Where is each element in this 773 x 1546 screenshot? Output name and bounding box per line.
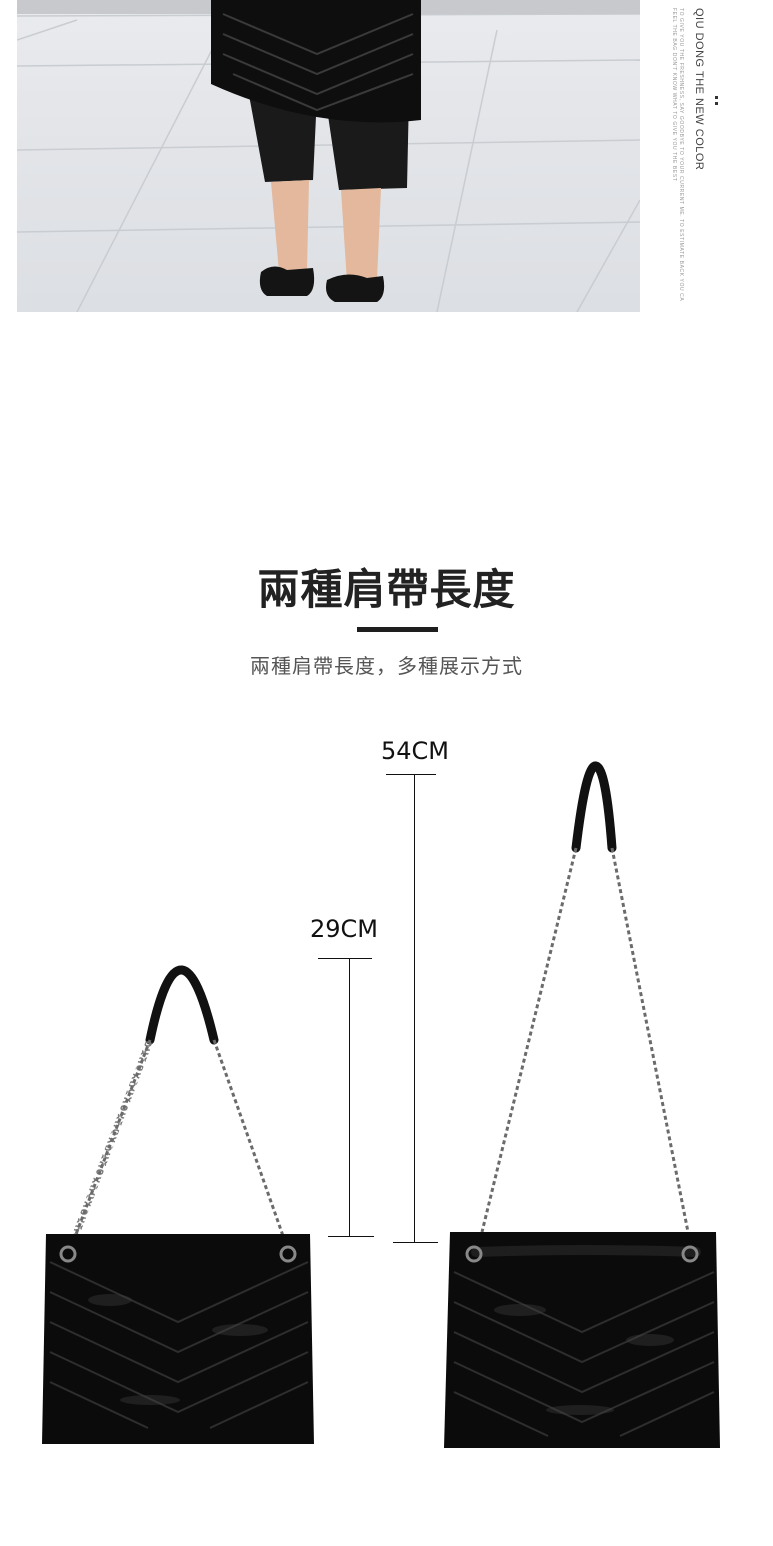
side-caption-small-1: TO GIVE YOU THE FRESHNESS, SAY GOODBYE T… xyxy=(678,8,684,302)
short-strap-length-label: 29CM xyxy=(310,915,379,943)
bag-short-strap xyxy=(42,965,314,1444)
long-strap-chain-left xyxy=(480,847,578,1233)
bag-long-strap xyxy=(444,761,720,1448)
long-strap-measure-line xyxy=(414,774,415,1242)
long-strap-chain-right xyxy=(610,847,690,1233)
section-title: 兩種肩帶長度 xyxy=(257,565,516,614)
short-strap-bottom-tick xyxy=(328,1236,374,1237)
long-strap-length-label: 54CM xyxy=(381,737,450,765)
side-caption-main: QIU DONG THE NEW COLOR xyxy=(693,8,705,171)
short-strap-chain-right xyxy=(212,1039,290,1251)
side-caption-small-2: FEEL THE BAG DON'T KNOW WHAT TO GIVE YOU… xyxy=(671,8,677,182)
long-strap-bottom-tick xyxy=(393,1242,438,1243)
section-subtitle: 兩種肩帶長度，多種展示方式 xyxy=(250,654,523,678)
short-strap-top-tick xyxy=(318,958,372,959)
title-underline xyxy=(357,627,438,632)
held-bag xyxy=(211,0,421,123)
long-strap-bag-body xyxy=(444,1232,720,1448)
short-strap-leather xyxy=(145,965,219,1045)
decorative-dots xyxy=(715,96,719,108)
lifestyle-photo xyxy=(17,0,640,312)
short-strap-bag-body xyxy=(42,1234,314,1444)
short-strap-measure-line xyxy=(349,958,350,1236)
long-strap-top-tick xyxy=(386,774,436,775)
long-strap-leather xyxy=(571,761,617,853)
pavement-lines xyxy=(17,13,640,312)
street-scene-illustration xyxy=(17,0,640,312)
